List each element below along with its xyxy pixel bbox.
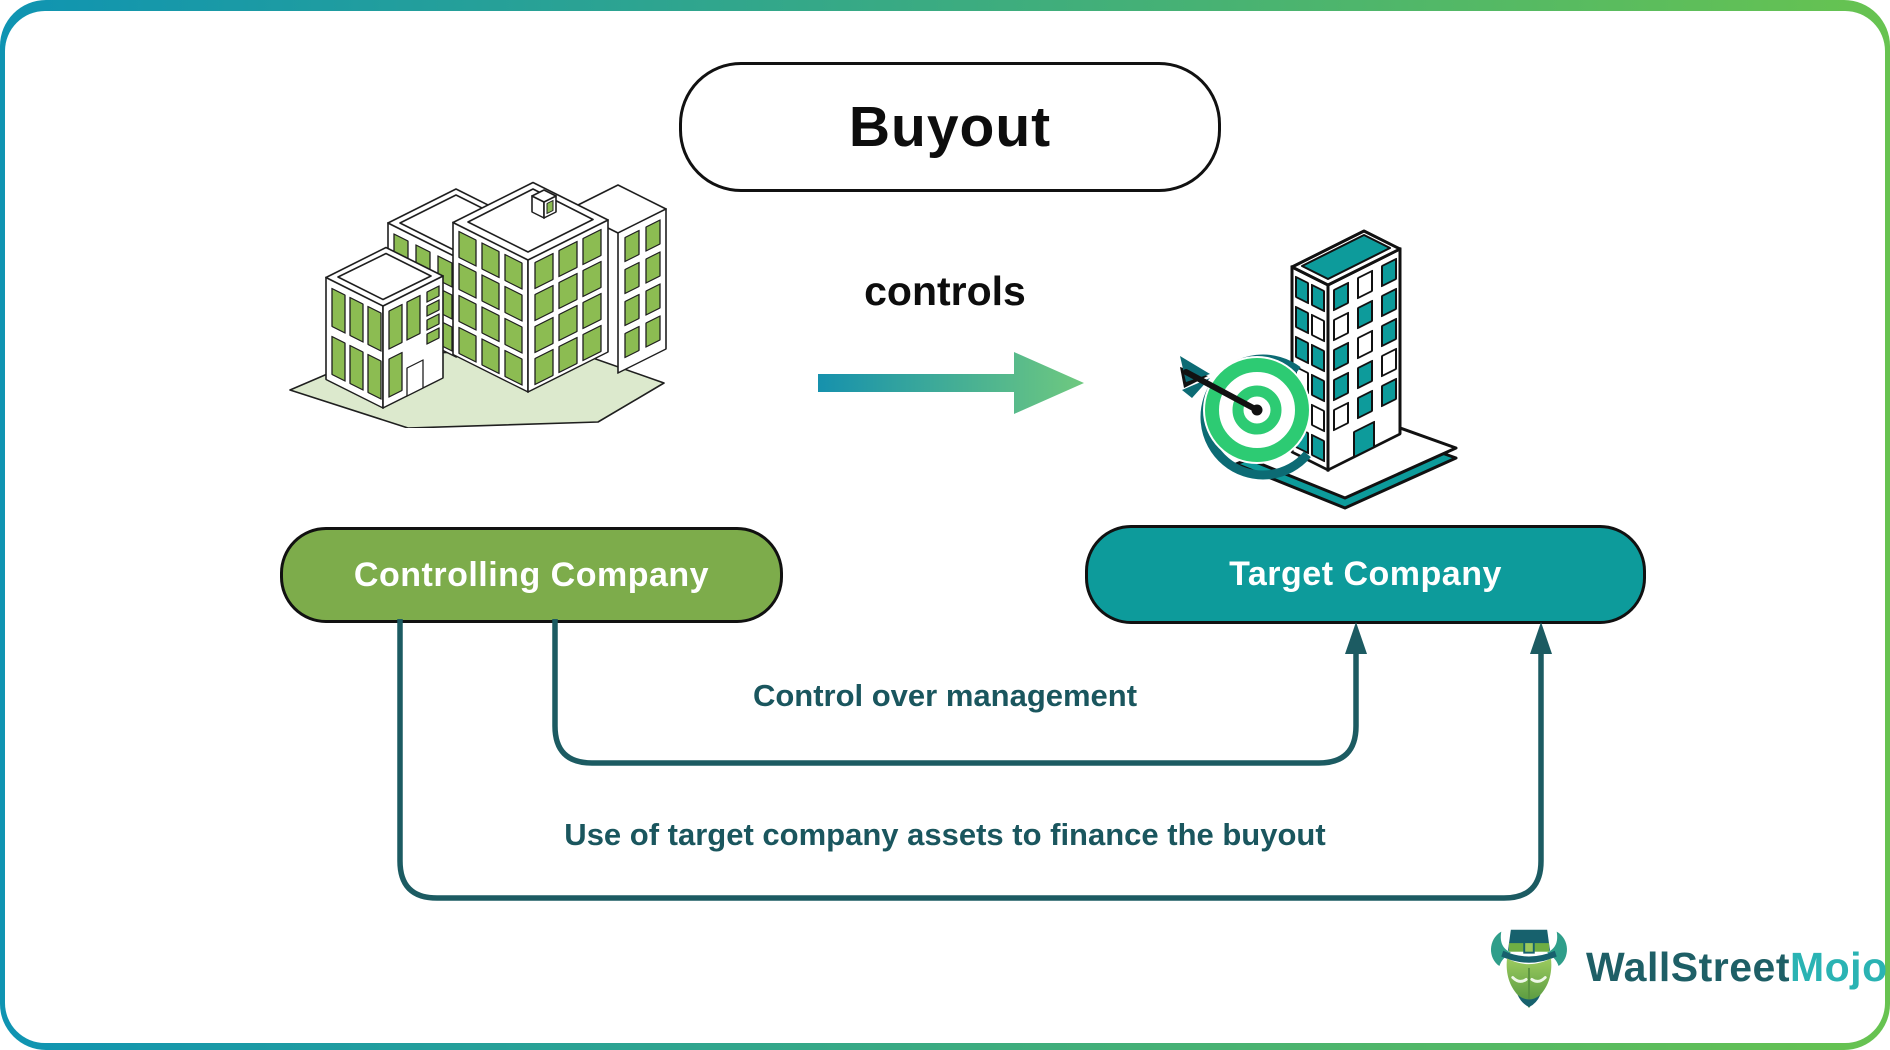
- bullseye-dart-icon: [1180, 354, 1326, 480]
- wallstreetmojo-wordmark: WallStreetMojo: [1586, 944, 1888, 991]
- relation-label-assets: Use of target company assets to finance …: [564, 817, 1326, 852]
- logo-wallstreet-text: WallStreet: [1586, 943, 1790, 990]
- target-company-label: Target Company: [1229, 555, 1502, 593]
- office-tower-teal-icon: [1180, 229, 1458, 510]
- wallstreetmojo-bull-mascot-icon: [1491, 929, 1567, 1009]
- logo-mojo-text: Mojo: [1789, 943, 1888, 990]
- wallstreetmojo-logo: WallStreetMojo: [1486, 924, 1888, 1010]
- controlling-company-pill: Controlling Company: [280, 527, 783, 623]
- relation-label-control: Control over management: [752, 678, 1138, 713]
- page-title: Buyout: [848, 95, 1052, 159]
- target-company-pill: Target Company: [1085, 525, 1646, 624]
- office-building-green-icon: [289, 181, 667, 428]
- title-pill: Buyout: [679, 62, 1221, 192]
- controls-label: controls: [864, 268, 1026, 314]
- gradient-right-arrow-icon: [818, 352, 1084, 414]
- controlling-company-label: Controlling Company: [353, 555, 710, 594]
